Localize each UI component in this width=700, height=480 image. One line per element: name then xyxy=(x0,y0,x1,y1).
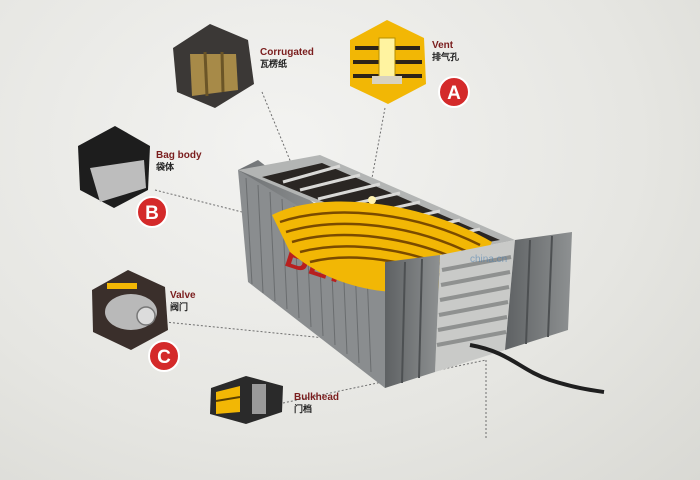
leader-valve xyxy=(164,321,326,339)
leader-vent xyxy=(371,107,386,179)
label-bag-en: Bag body xyxy=(156,150,202,161)
vent-thumb-icon xyxy=(350,20,426,104)
svg-text:C: C xyxy=(157,347,171,368)
label-vent: Vent 排气孔 xyxy=(432,40,459,62)
svg-text:A: A xyxy=(447,83,461,104)
label-bulkhead: Bulkhead 门档 xyxy=(294,392,339,414)
badge-a: A xyxy=(438,76,470,108)
valve-thumb-icon xyxy=(92,270,168,350)
label-valve-zh: 阀门 xyxy=(170,301,189,312)
bag-thumb-icon xyxy=(78,126,150,208)
label-vent-zh: 排气孔 xyxy=(432,51,460,62)
door-right xyxy=(505,232,572,350)
label-bag: Bag body 袋体 xyxy=(156,150,202,172)
label-vent-en: Vent xyxy=(432,40,454,51)
label-bag-zh: 袋体 xyxy=(156,161,175,172)
watermark: china.cn xyxy=(470,254,507,265)
leader-bag xyxy=(154,189,243,213)
door-left xyxy=(385,255,440,388)
bulkhead-thumb-icon xyxy=(210,376,283,424)
label-bulkhead-zh: 门档 xyxy=(294,403,313,414)
label-corrugated-en: Corrugated xyxy=(260,47,314,58)
container-end xyxy=(435,240,515,372)
badge-c: C xyxy=(148,340,180,372)
label-valve-en: Valve xyxy=(170,290,196,301)
label-bulkhead-en: Bulkhead xyxy=(294,392,340,403)
vent-point xyxy=(368,196,376,204)
discharge-hose xyxy=(469,343,605,394)
corrugated-thumb-icon xyxy=(173,24,254,108)
leader-bulkhead xyxy=(282,359,487,404)
label-corrugated: Corrugated 瓦楞纸 xyxy=(260,47,314,69)
badge-b: B xyxy=(136,196,168,228)
svg-text:B: B xyxy=(145,203,159,224)
leader-lines xyxy=(154,91,487,438)
label-corrugated-zh: 瓦楞纸 xyxy=(260,58,288,69)
container-doors xyxy=(385,232,572,388)
leader-corrugated xyxy=(261,91,297,176)
label-valve: Valve 阀门 xyxy=(170,290,196,312)
